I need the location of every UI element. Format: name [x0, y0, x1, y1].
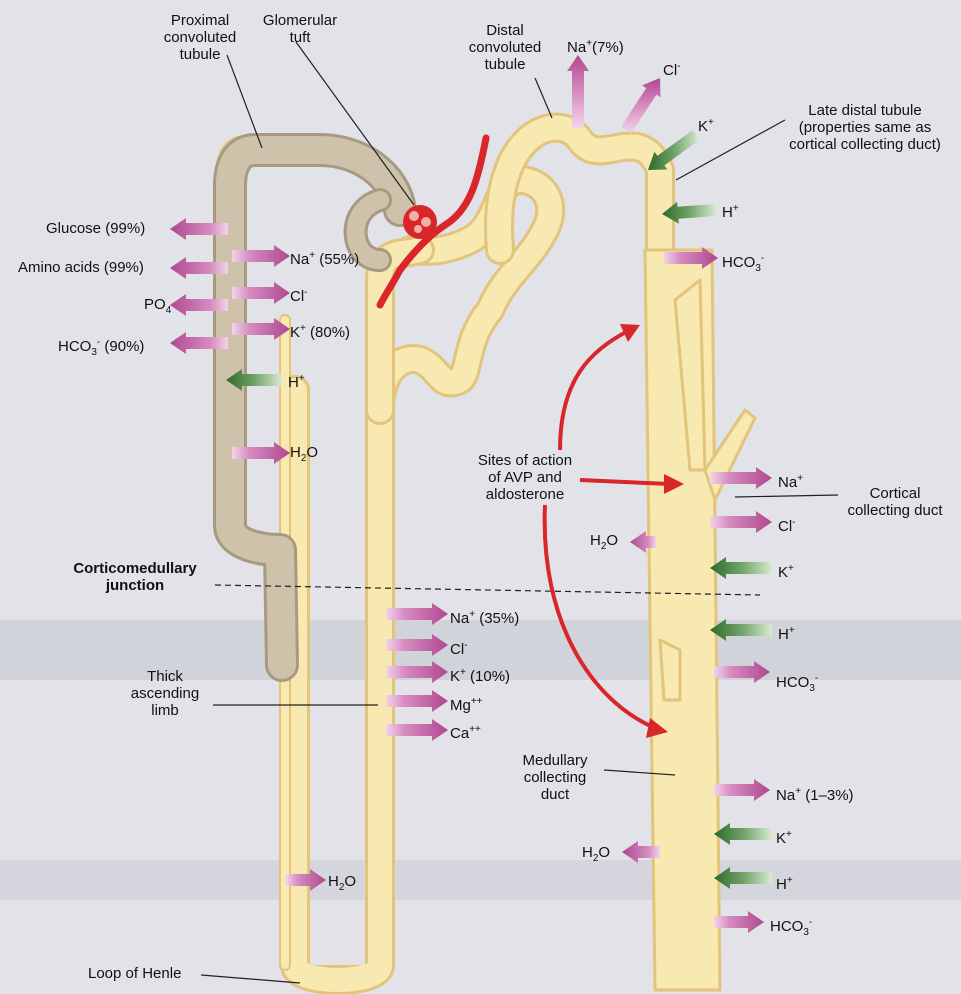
ion-glucose: Glucose (99%)	[46, 220, 145, 237]
label-loop-of-henle: Loop of Henle	[88, 965, 181, 982]
ion-k-80: K+ (80%)	[290, 320, 350, 341]
ion-h2o-proximal: H2O	[290, 444, 318, 467]
ion-k-medullary: K+	[776, 826, 792, 847]
ion-cl-cortical: Cl-	[778, 514, 796, 535]
ion-k-10: K+ (10%)	[450, 664, 510, 685]
ion-na-1-3: Na+ (1–3%)	[776, 783, 854, 804]
ion-h-proximal: H+	[288, 370, 305, 391]
ion-h-medullary: H+	[776, 872, 793, 893]
ion-h2o-medullary: H2O	[582, 844, 610, 867]
label-corticomedullary-junction: Corticomedullary junction	[50, 560, 220, 594]
ion-na-cortical: Na+	[778, 470, 803, 491]
ion-cl-distal: Cl-	[663, 58, 681, 79]
ion-na-7: Na+(7%)	[567, 35, 624, 56]
ion-hco3-medullary: HCO3-	[770, 914, 812, 941]
ion-po4: PO4	[144, 296, 171, 319]
ion-hco3-cortical: HCO3-	[776, 670, 818, 697]
ion-ca: Ca++	[450, 721, 481, 742]
label-avp-sites: Sites of action of AVP and aldosterone	[460, 452, 590, 503]
label-glomerular-tuft: Glomerular tuft	[255, 12, 345, 46]
ion-cl-loop: Cl-	[450, 637, 468, 658]
ion-amino-acids: Amino acids (99%)	[18, 259, 144, 276]
label-thick-ascending-limb: Thick ascending limb	[120, 668, 210, 719]
label-cortical-collecting-duct: Cortical collecting duct	[835, 485, 955, 519]
ion-h-distal: H+	[722, 200, 739, 221]
ion-hco3-90: HCO3- (90%)	[58, 334, 144, 361]
ion-cl-proximal: Cl-	[290, 284, 308, 305]
ion-h-cortical: H+	[778, 622, 795, 643]
label-distal-tubule: Distal convoluted tubule	[460, 22, 550, 73]
label-proximal-tubule: Proximal convoluted tubule	[145, 12, 255, 63]
ion-k-cortical: K+	[778, 560, 794, 581]
ion-k-distal: K+	[698, 114, 714, 135]
ion-na-35: Na+ (35%)	[450, 606, 519, 627]
label-late-distal-tubule: Late distal tubule (properties same as c…	[770, 102, 960, 153]
ion-mg: Mg++	[450, 693, 483, 714]
label-medullary-collecting-duct: Medullary collecting duct	[510, 752, 600, 803]
ion-hco3-distal: HCO3-	[722, 250, 764, 277]
ion-h2o-descending: H2O	[328, 873, 356, 896]
ion-h2o-cortical: H2O	[590, 532, 618, 555]
ion-na-55: Na+ (55%)	[290, 247, 359, 268]
